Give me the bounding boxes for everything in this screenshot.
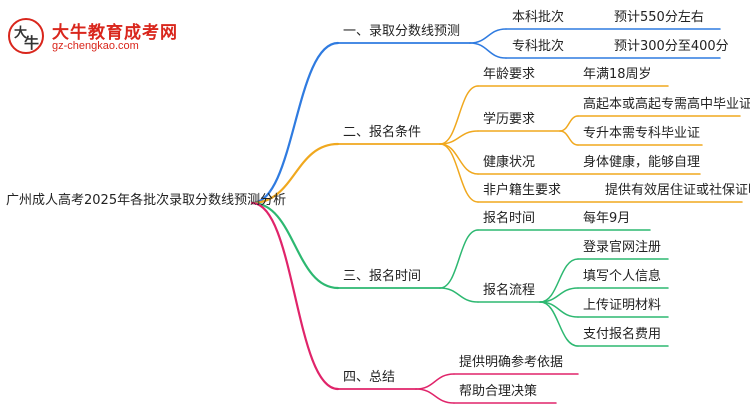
root-to-branch-2-link xyxy=(250,142,340,205)
branch-2-label: 二、报名条件 xyxy=(343,125,422,140)
branch-3-item-2-detail-2: 填写个人信息 xyxy=(583,269,662,284)
branch-4-label: 四、总结 xyxy=(343,370,396,385)
branch-4-item-1: 提供明确参考依据 xyxy=(459,355,564,370)
branch-1-item-2-link xyxy=(469,42,507,59)
logo-glyph-da: 大 xyxy=(14,26,28,41)
branch-2-item-4: 非户籍生要求 xyxy=(483,183,562,198)
logo-glyph-niu: 牛 xyxy=(24,34,40,52)
branch-4-item-1-link xyxy=(415,373,455,390)
branch-3-item-1-detail-1: 每年9月 xyxy=(583,211,631,226)
branch-3-item-1-link xyxy=(439,229,479,289)
branch-2-item-1-detail-1: 年满18周岁 xyxy=(583,67,652,82)
branch-2-item-1-link xyxy=(439,85,479,145)
branch-2-item-2-detail-1: 高起本或高起专需高中毕业证 xyxy=(583,97,750,112)
branch-2-item-3-link xyxy=(439,143,479,175)
branch-2-item-4-detail-1: 提供有效居住证或社保证明 xyxy=(605,183,750,198)
branch-1-item-1-link xyxy=(469,28,507,44)
branch-3-item-2-detail-1: 登录官网注册 xyxy=(583,240,662,255)
branch-3-item-2: 报名流程 xyxy=(483,283,536,298)
root-topic: 广州成人高考2025年各批次录取分数线预测分析 xyxy=(6,193,287,208)
branch-2-item-1: 年龄要求 xyxy=(483,67,536,82)
branch-1-item-2: 专科批次 xyxy=(512,39,565,54)
branch-3-item-2-detail-4-link xyxy=(539,301,579,347)
branch-2-item-3-detail-1: 身体健康，能够自理 xyxy=(583,155,701,170)
branch-3-item-1: 报名时间 xyxy=(483,211,536,226)
branch-3-item-2-link xyxy=(439,287,479,303)
branch-4-item-2: 帮助合理决策 xyxy=(459,384,538,399)
branch-2-item-3: 健康状况 xyxy=(483,155,536,170)
logo-title: 大牛教育成考网 xyxy=(52,23,178,43)
branch-1-item-1-detail: 预计550分左右 xyxy=(614,10,704,25)
branch-3-item-2-detail-1-link xyxy=(539,258,579,303)
branch-3-item-2-detail-3: 上传证明材料 xyxy=(583,298,662,313)
branch-1-item-2-detail: 预计300分至400分 xyxy=(614,39,729,54)
branch-2-item-2: 学历要求 xyxy=(483,112,536,127)
branch-2-item-4-link xyxy=(439,143,479,203)
branch-2-item-2-detail-2: 专升本需专科毕业证 xyxy=(583,126,701,141)
logo-url: gz-chengkao.com xyxy=(52,40,139,52)
branch-4-item-2-link xyxy=(415,388,455,404)
branch-2-item-2-link xyxy=(439,130,479,145)
root-to-branch-3-link xyxy=(250,201,340,290)
branch-3-label: 三、报名时间 xyxy=(343,269,422,284)
branch-2-item-2-detail-2-link xyxy=(559,130,579,146)
root-to-branch-1-link xyxy=(250,41,340,205)
branch-2-item-2-detail-1-link xyxy=(559,115,579,132)
branch-1-item-1: 本科批次 xyxy=(512,10,565,25)
logo-emblem-icon: 大 牛 xyxy=(8,18,44,54)
branch-3-item-2-detail-4: 支付报名费用 xyxy=(583,327,662,342)
branch-1-label: 一、录取分数线预测 xyxy=(343,24,461,39)
root-to-branch-4-link xyxy=(250,201,340,391)
